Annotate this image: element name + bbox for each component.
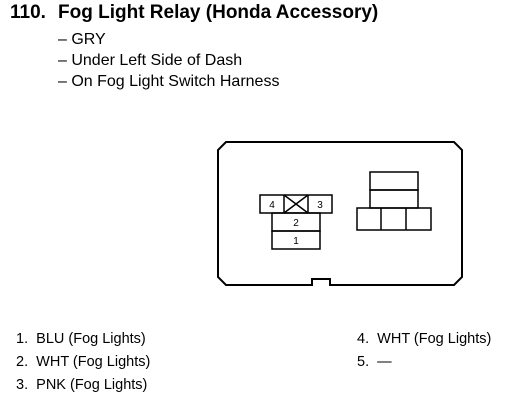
pin-label-4: 4 [269,200,275,211]
pin-entry-1: 1. BLU (Fog Lights) [16,331,146,347]
pin-entry-3: 3. PNK (Fog Lights) [16,377,147,393]
pin-description: — [377,354,392,370]
pin-number: 1. [16,331,29,347]
pin-number: 5. [357,354,370,370]
pin-number: 2. [16,354,29,370]
pin-number: 4. [357,331,370,347]
pin-description: WHT (Fog Lights) [377,331,492,347]
connector-housing [217,141,463,286]
terminal-block-right [356,171,432,231]
pin-description: BLU (Fog Lights) [36,331,146,347]
pin-label-3: 3 [317,200,323,211]
pin-entry-4: 4. WHT (Fog Lights) [357,331,491,347]
pin-description: WHT (Fog Lights) [36,354,151,370]
title-text: Fog Light Relay (Honda Accessory) [58,2,379,23]
pin-label-1: 1 [293,236,299,247]
detail-color: – GRY [58,31,106,48]
detail-harness: – On Fog Light Switch Harness [58,73,280,90]
pin-entry-2: 2. WHT (Fog Lights) [16,354,150,370]
detail-location: – Under Left Side of Dash [58,52,243,69]
page-title: 110. Fog Light Relay (Honda Accessory) [10,2,378,24]
pin-label-2: 2 [293,218,299,229]
pin-description: PNK (Fog Lights) [36,377,148,393]
terminal-block-left: 4 3 2 1 [259,194,333,250]
section-number: 110. [10,2,46,23]
pin-number: 3. [16,377,29,393]
pin-entry-5: 5. — [357,354,392,370]
